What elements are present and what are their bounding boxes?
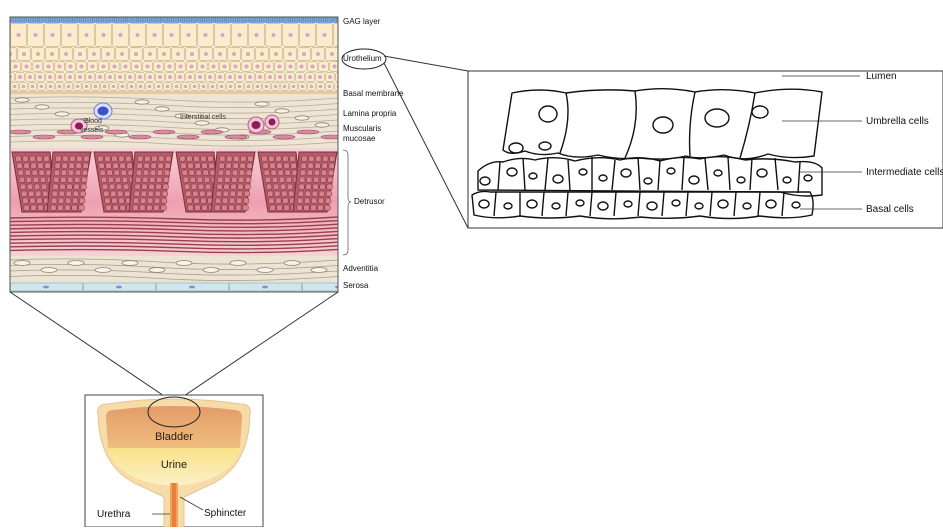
label-muscularis: Muscularis	[343, 124, 381, 133]
label-urothelium: Urothelium	[343, 54, 382, 63]
label-intermediate-cells: Intermediate cells	[866, 167, 943, 178]
urothelium-layer	[4, 24, 350, 91]
label-urine: Urine	[150, 459, 198, 471]
detrusor-bracket	[343, 150, 351, 255]
label-bladder: Bladder	[150, 431, 198, 443]
adventitia-layer	[10, 256, 338, 282]
label-gag-layer: GAG layer	[343, 17, 380, 26]
label-umbrella-cells: Umbrella cells	[866, 116, 929, 127]
label-lamina-propria: Lamina propria	[343, 109, 396, 118]
label-lumen: Lumen	[866, 71, 897, 82]
label-mucosae: mucosae	[343, 134, 375, 143]
blood-vessel-4	[265, 115, 279, 129]
basal-membrane	[10, 91, 338, 94]
label-urethra: Urethra	[97, 509, 130, 520]
label-blood-2: vessels	[80, 127, 103, 135]
label-serosa: Serosa	[343, 281, 368, 290]
label-basal-cells: Basal cells	[866, 204, 914, 215]
label-interstitial-cells: Interstitial cells	[180, 114, 226, 122]
label-basal-membrane: Basal membrane	[343, 89, 403, 98]
label-blood-1: Blood	[84, 118, 102, 126]
bladder-wall-section	[4, 17, 375, 292]
label-detrusor: Detrusor	[354, 197, 385, 206]
blood-vessel-3	[248, 117, 264, 133]
blood-vessel-2	[94, 103, 112, 119]
label-sphincter: Sphincter	[204, 508, 246, 519]
label-adventitia: Adventitia	[343, 264, 378, 273]
